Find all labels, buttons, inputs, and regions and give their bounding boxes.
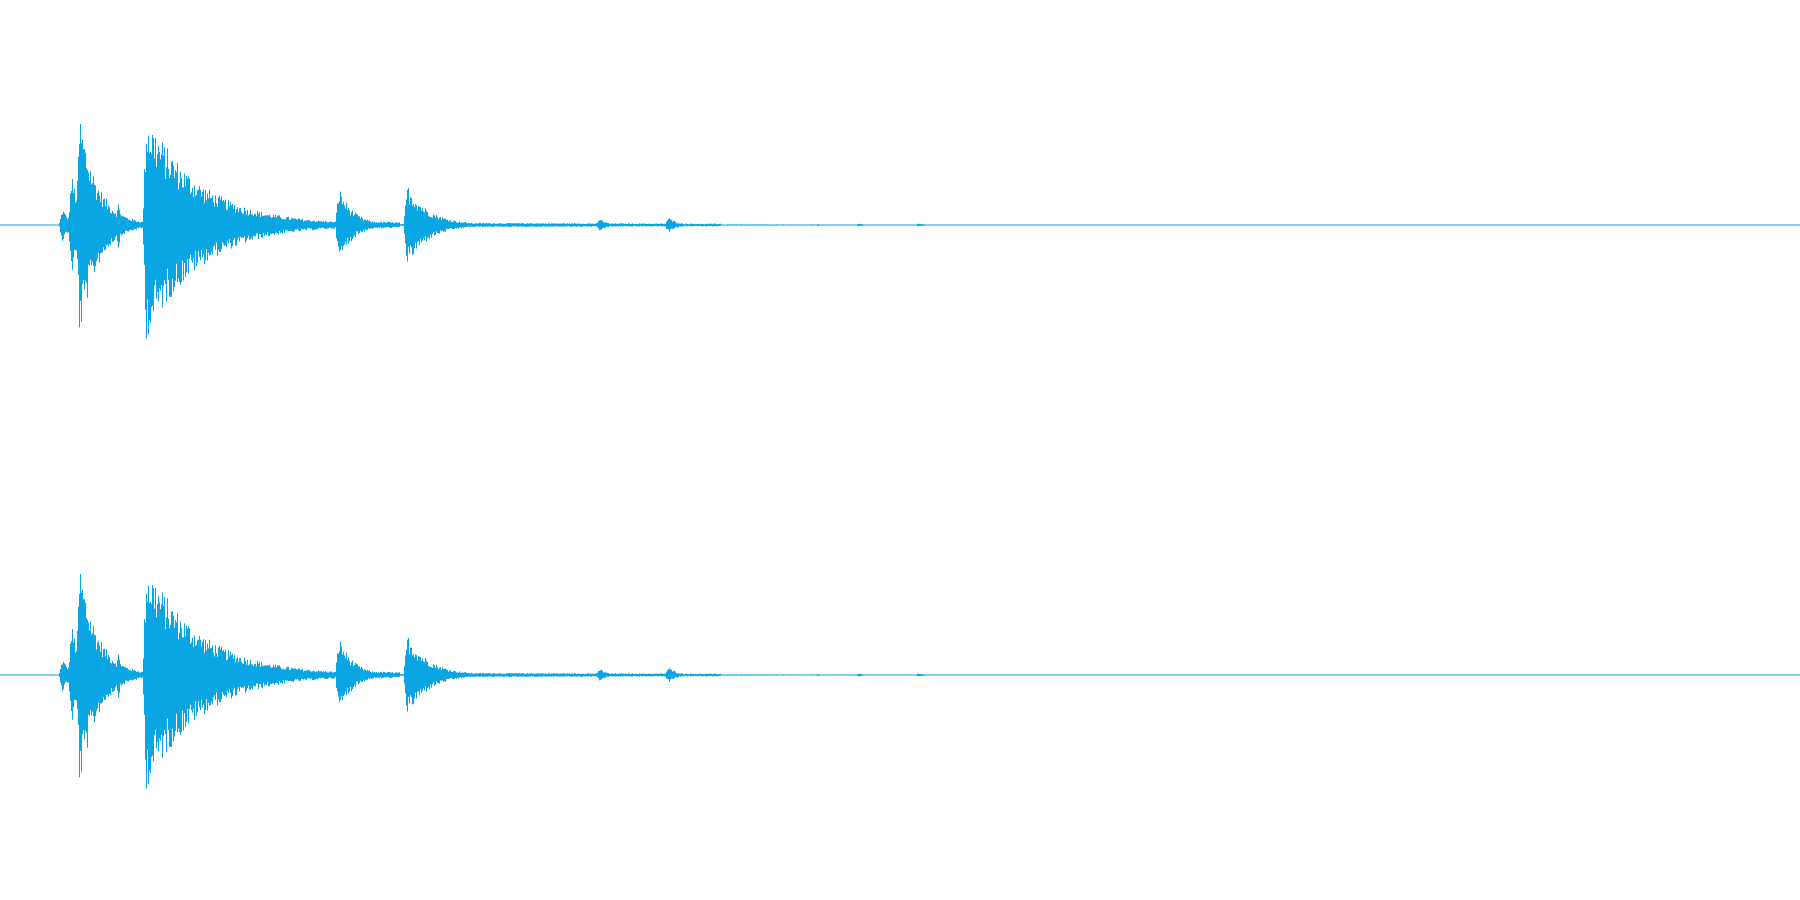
channel-1-waveform: [0, 124, 1800, 339]
channel-2-waveform: [0, 574, 1800, 789]
channel-1-track[interactable]: [0, 0, 1800, 450]
channel-1-wave-path: [59, 124, 937, 339]
channel-2-wave-path: [59, 574, 937, 789]
channel-2-track[interactable]: [0, 450, 1800, 900]
